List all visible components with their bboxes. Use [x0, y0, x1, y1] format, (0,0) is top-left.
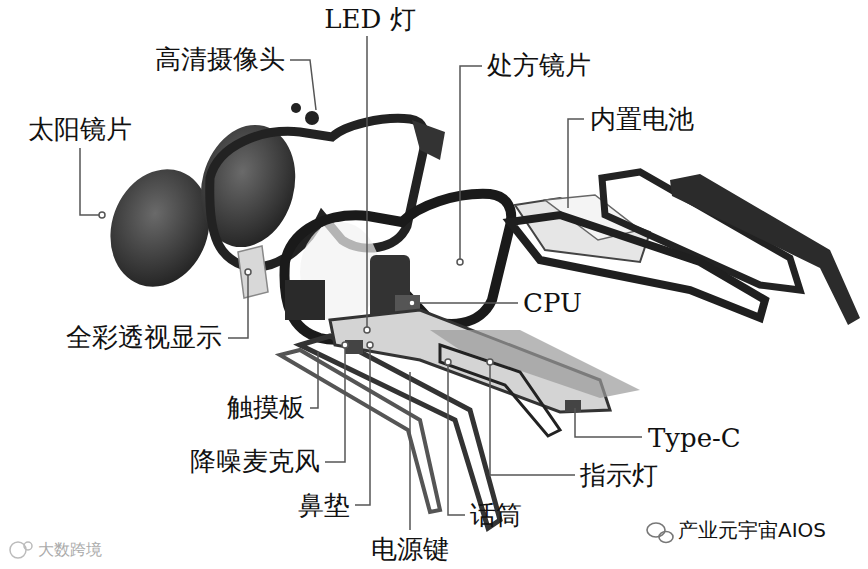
watermark: 大数跨境: [38, 540, 102, 560]
battery-label: 内置电池: [590, 104, 694, 134]
mic-label: 降噪麦克风: [190, 446, 320, 476]
led-label: LED 灯: [324, 4, 415, 34]
power-label: 电源键: [371, 534, 449, 564]
cpu-label: CPU: [523, 288, 582, 318]
lens-label: 处方镜片: [487, 50, 591, 80]
watermark: 产业元宇宙AIOS: [678, 518, 826, 542]
camera-label: 高清摄像头: [155, 44, 285, 74]
nosepad-label: 鼻垫: [298, 490, 350, 520]
indicator-label: 指示灯: [580, 460, 658, 490]
display-label: 全彩透视显示: [66, 322, 222, 352]
typec-label: Type-C: [648, 423, 741, 453]
microphone-label: 话筒: [470, 500, 522, 530]
touchpad-label: 触摸板: [227, 392, 305, 422]
sunlens-label: 太阳镜片: [28, 114, 132, 144]
